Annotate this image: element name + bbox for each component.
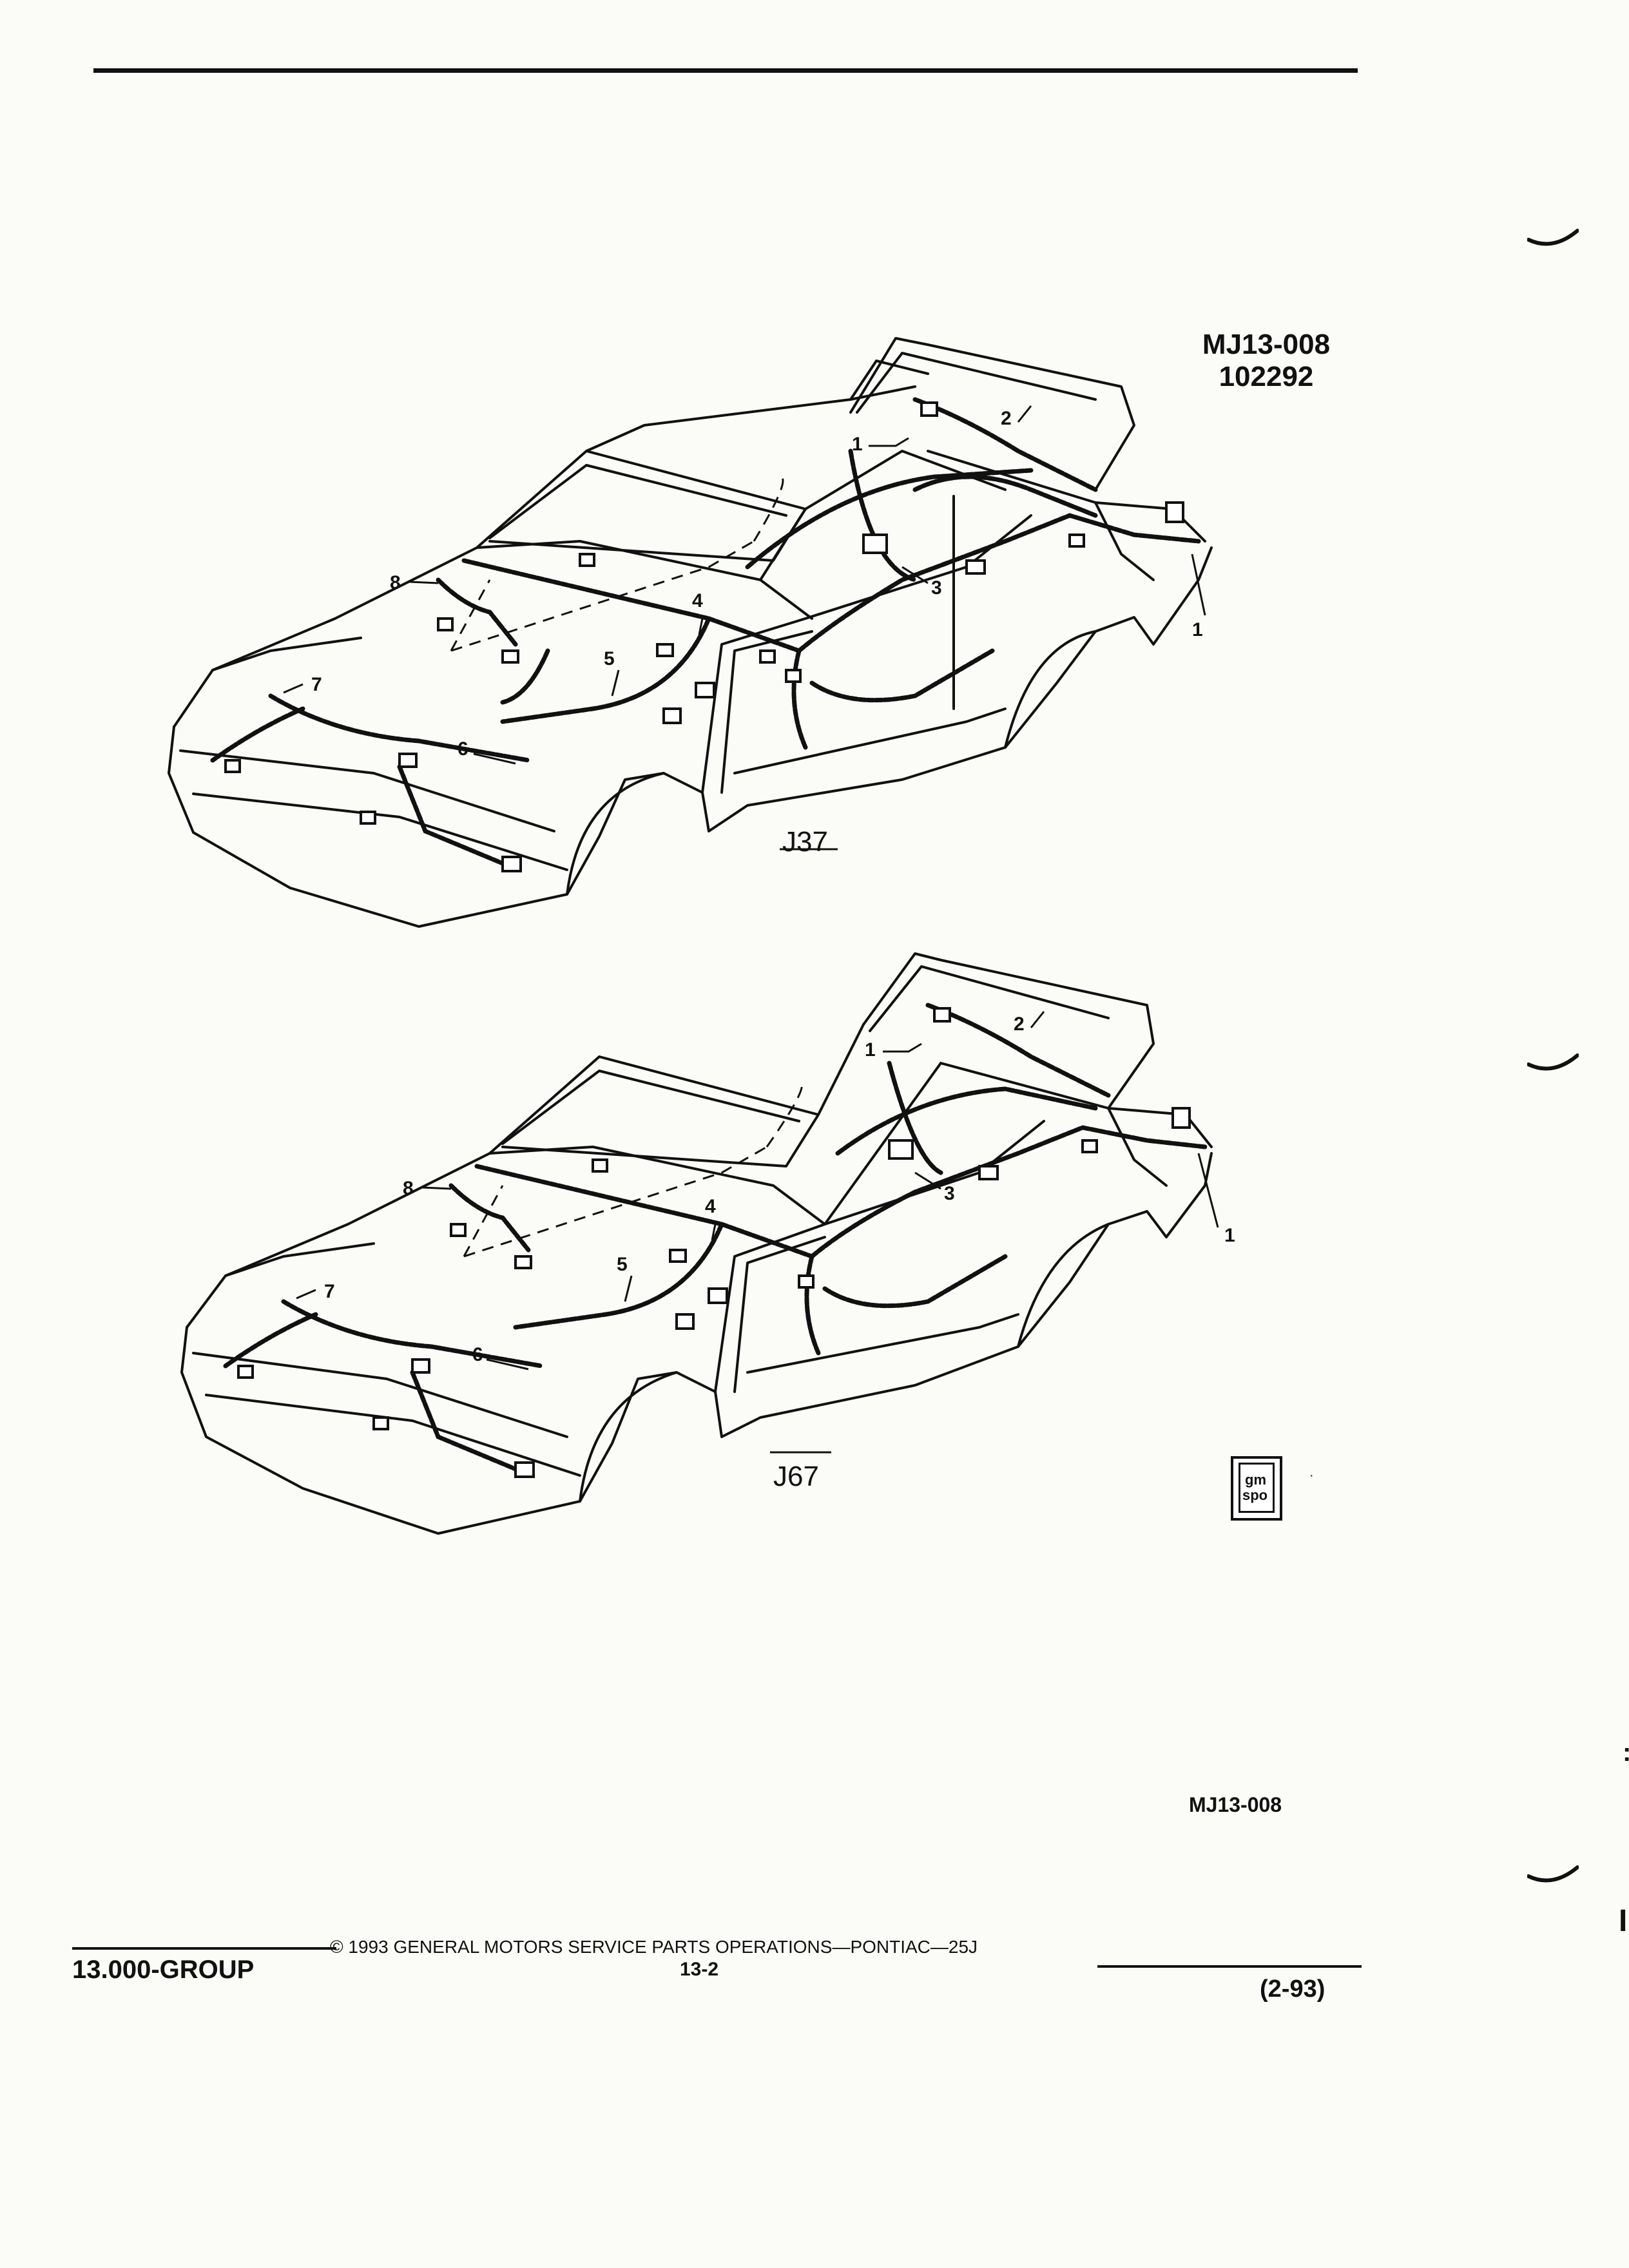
figure-reference-bottom: MJ13-008 [1189, 1793, 1282, 1816]
margin-mark-middle [1527, 1053, 1579, 1071]
convertible-callout-6: 6 [472, 1344, 483, 1365]
convertible-callout-1-right: 1 [1224, 1225, 1235, 1246]
coupe-callout-1-right: 1 [1192, 619, 1203, 640]
footer-group: 13.000-GROUP [72, 1956, 255, 1984]
convertible-callout-2: 2 [1014, 1014, 1025, 1035]
figure-code: MJ13-008 [1202, 329, 1331, 360]
margin-mark-bottom [1527, 1865, 1579, 1883]
convertible-callout-7: 7 [324, 1281, 335, 1302]
convertible-callout-3: 3 [944, 1183, 955, 1204]
footer-copyright: © 1993 GENERAL MOTORS SERVICE PARTS OPER… [330, 1937, 978, 1957]
convertible-callout-4: 4 [705, 1196, 716, 1217]
convertible-callout-5: 5 [617, 1254, 628, 1275]
header-rule [93, 68, 1358, 73]
footer-rule-left [72, 1947, 336, 1950]
figure-date: 102292 [1219, 361, 1314, 392]
margin-mark-top [1527, 229, 1579, 246]
gm-spo-logo: gm spo [1231, 1456, 1282, 1521]
logo-dot: · [1309, 1468, 1314, 1483]
coupe-body-drawing [168, 337, 1213, 928]
footer-rule-right [1097, 1965, 1362, 1968]
margin-letter: I [1619, 1904, 1628, 1938]
margin-dot: : [1623, 1740, 1629, 1765]
coupe-callout-3: 3 [931, 577, 942, 599]
gm-spo-logo-bottom: spo [1242, 1487, 1268, 1503]
coupe-callout-7: 7 [311, 674, 322, 695]
footer-revision: (2-93) [1260, 1975, 1325, 2003]
convertible-body-drawing [180, 952, 1219, 1535]
coupe-callout-1-upper: 1 [852, 434, 863, 455]
coupe-callout-6: 6 [458, 738, 468, 760]
convertible-callout-8: 8 [403, 1178, 414, 1199]
view-label-j37: J37 [782, 826, 828, 858]
view-label-j67: J67 [773, 1461, 819, 1492]
coupe-callout-5: 5 [604, 648, 615, 669]
coupe-callout-4: 4 [692, 590, 703, 611]
coupe-callout-2: 2 [1001, 408, 1012, 429]
coupe-callout-8: 8 [390, 572, 401, 593]
wiring-diagram-coupe: 1 2 1 3 4 5 6 7 8 J37 [0, 0, 1629, 999]
footer-page-number: 13-2 [680, 1959, 719, 1980]
gm-spo-logo-top: gm [1245, 1472, 1266, 1488]
convertible-callout-1-upper: 1 [865, 1039, 876, 1061]
wiring-diagram-convertible: 1 2 1 3 4 5 6 7 8 J67 [0, 934, 1629, 1579]
